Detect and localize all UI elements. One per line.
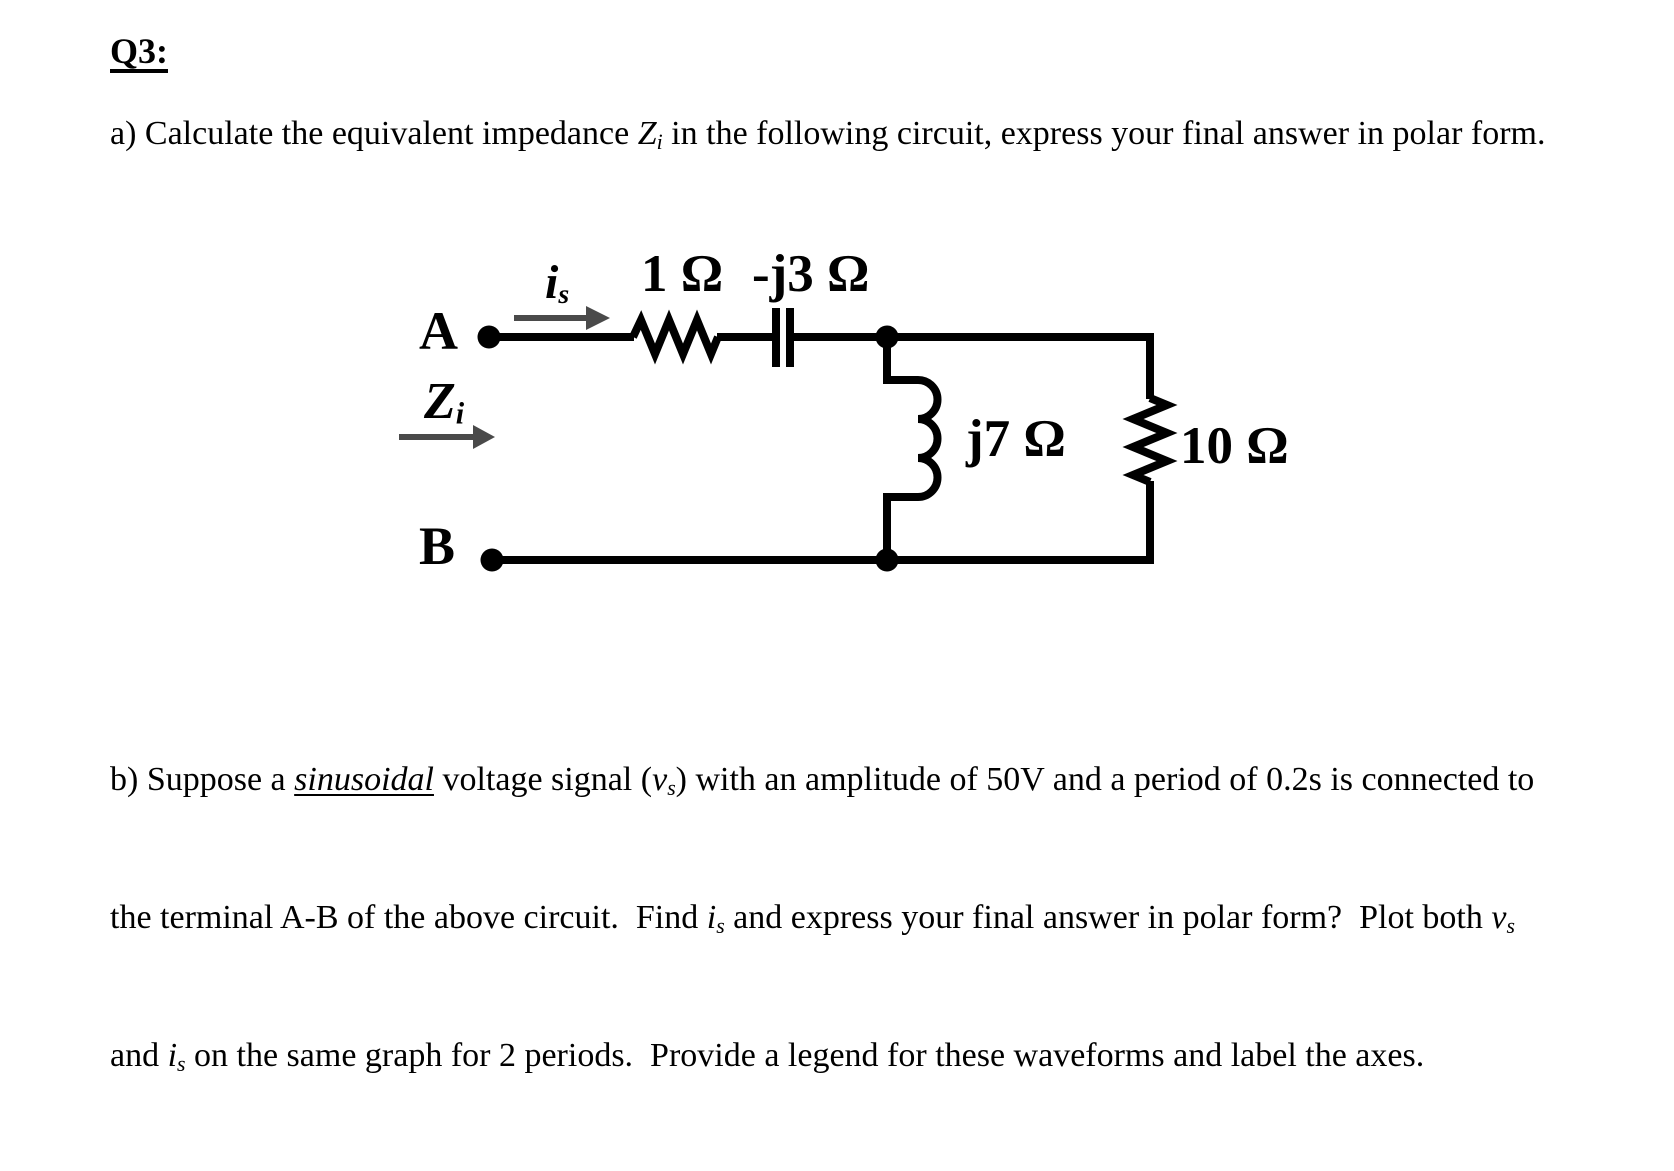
b3-current-var-base: i	[167, 1036, 178, 1074]
b1-voltage-var-sub: s	[667, 775, 676, 800]
node-top-mid	[875, 325, 899, 349]
b3-current-var-sub: s	[177, 1051, 186, 1076]
node-bottom-mid	[875, 548, 899, 572]
part-b-line-1: b) Suppose a sinusoidal voltage signal (…	[110, 758, 1534, 810]
impedance-var-base: Z	[637, 115, 657, 152]
input-impedance-sub: i	[455, 396, 465, 431]
b2-voltage-var-base: v	[1491, 898, 1507, 936]
b3-seg2: on the same graph for 2 periods. Provide…	[185, 1036, 1425, 1074]
impedance-arrow-head	[473, 425, 495, 449]
source-current-base: i	[545, 256, 559, 309]
b3-seg1: and	[110, 1036, 168, 1074]
document-page: Q3: a) Calculate the equivalent impedanc…	[110, 31, 1546, 1075]
b1-seg1: b) Suppose a	[110, 761, 295, 798]
part-b-text: b) Suppose a sinusoidal voltage signal (…	[110, 672, 1534, 1171]
part-a-seg2: in the following circuit, express your f…	[662, 115, 1546, 152]
circuit-diagram	[399, 306, 1178, 572]
shunt-inductor-label: j7 Ω	[966, 410, 1066, 468]
input-impedance-label: Zi	[424, 376, 464, 429]
input-impedance-base: Z	[424, 373, 456, 430]
b2-current-var-base: i	[706, 898, 717, 936]
current-arrow-head	[586, 306, 610, 330]
terminal-a-label: A	[419, 301, 458, 361]
part-a-text: a) Calculate the equivalent impedance Zi…	[110, 112, 1546, 164]
series-resistor-symbol	[629, 309, 722, 365]
shunt-resistor-label: 10 Ω	[1180, 417, 1289, 475]
b1-emphasized-word: sinusoidal	[294, 761, 434, 798]
impedance-arrow	[399, 425, 495, 449]
b1-voltage-var-base: v	[652, 761, 668, 798]
series-capacitor-label: -j3 Ω	[752, 245, 870, 303]
node-terminal-b	[480, 548, 504, 572]
b2-current-var-sub: s	[716, 913, 725, 938]
impedance-var-sub: i	[656, 129, 663, 154]
current-arrow	[514, 306, 610, 330]
source-current-label: is	[545, 259, 569, 309]
b2-voltage-var-sub: s	[1506, 913, 1515, 938]
question-title: Q3:	[110, 31, 168, 71]
node-terminal-a	[477, 325, 501, 349]
b2-seg1: the terminal A-B of the above circuit. F…	[110, 898, 707, 936]
shunt-inductor-symbol	[883, 337, 942, 560]
b2-seg2: and express your final answer in polar f…	[724, 898, 1492, 936]
part-b-line-3: and is on the same graph for 2 periods. …	[110, 1034, 1534, 1086]
shunt-resistor-symbol	[1122, 394, 1178, 486]
part-a-seg1: a) Calculate the equivalent impedance	[110, 115, 638, 152]
terminal-b-label: B	[419, 516, 456, 576]
part-b-line-2: the terminal A-B of the above circuit. F…	[110, 896, 1534, 948]
b1-seg2: voltage signal (	[433, 761, 653, 798]
source-current-sub: s	[558, 279, 570, 310]
series-resistor-label: 1 Ω	[641, 245, 724, 303]
b1-seg3: ) with an amplitude of 50V and a period …	[675, 761, 1535, 798]
